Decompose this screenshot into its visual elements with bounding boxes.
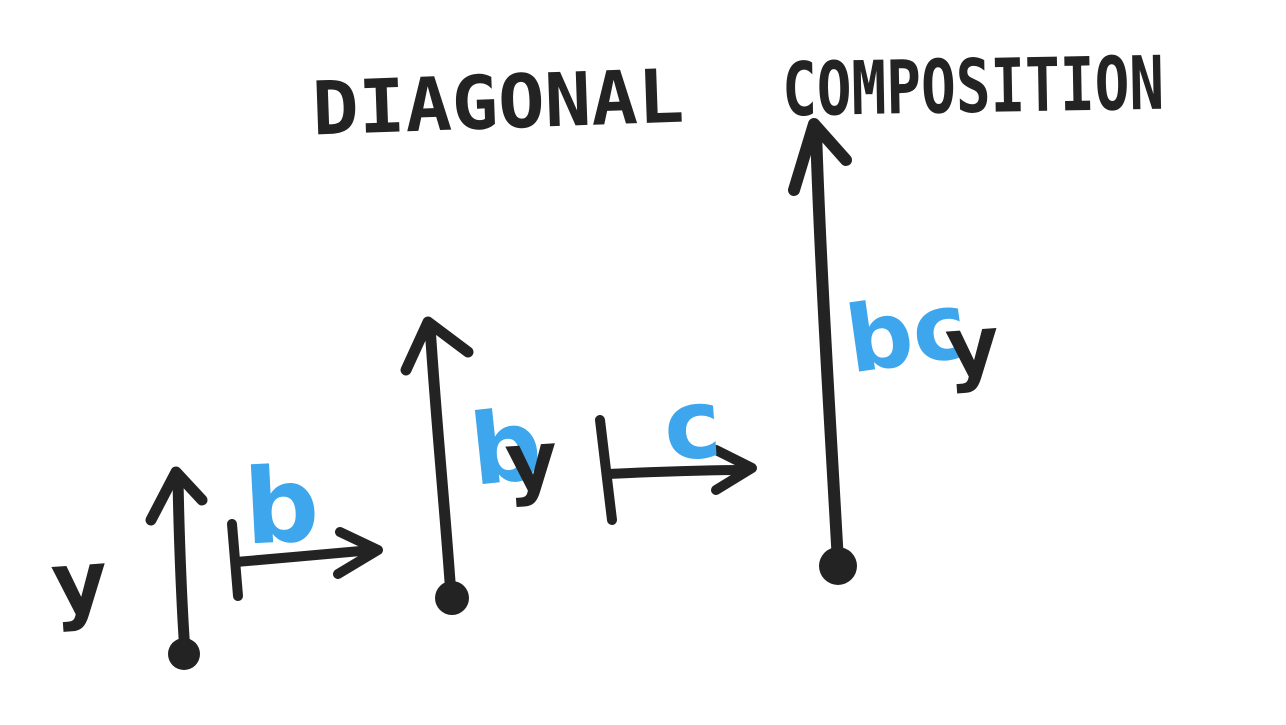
variable-y-middle: y [502,413,561,509]
composed-label-bc: bc [840,272,974,395]
variable-y-start: y [48,531,111,635]
arrow-label-c: c [660,367,725,483]
composition-result: bc y [788,118,1003,585]
turnstile-2: c [595,367,757,525]
step-1: y b [48,443,383,670]
diagram-title: DIAGONAL COMPOSITION [311,41,1165,153]
variable-y-result: y [943,298,1003,396]
composed-label-b: b [465,388,547,509]
step-2: b y c [400,316,757,615]
arrow-shaft-1 [172,472,191,658]
title-composition: COMPOSITION [781,41,1164,134]
title-diagonal: DIAGONAL [311,54,686,153]
arrow-shaft-3 [810,124,844,568]
arrowhead-1 [145,466,208,526]
arrowhead-3 [788,118,852,196]
turnstile-arrow-2 [603,465,753,479]
turnstile-1: b [227,443,383,601]
morphism-arrow-1 [145,466,208,670]
turnstile-arrowhead-2 [711,445,757,495]
turnstile-arrow-1 [231,545,377,567]
arrow-shaft-2 [424,320,457,602]
arrowhead-2 [400,316,474,376]
turnstile-arrowhead-1 [333,527,383,579]
morphism-arrow-2: b [400,316,547,615]
morphism-arrow-3: bc [788,118,974,585]
arrow-label-b-1: b [241,443,322,569]
